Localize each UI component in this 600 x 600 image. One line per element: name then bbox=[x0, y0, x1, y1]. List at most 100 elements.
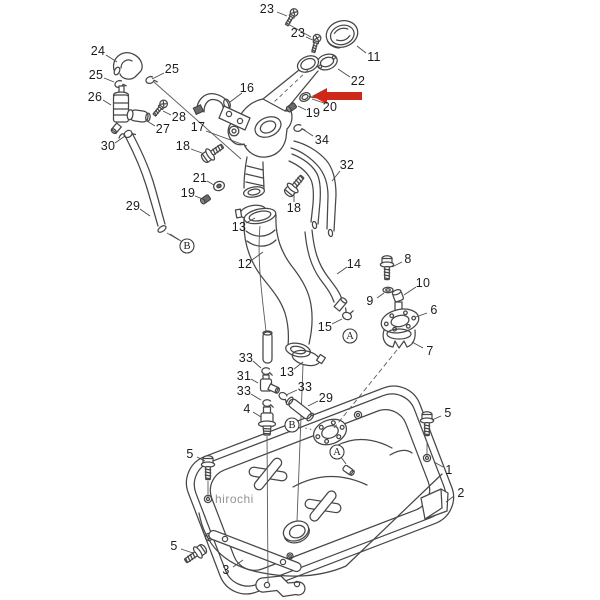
breather-valve-stack bbox=[259, 226, 315, 435]
part-label-3: 3 bbox=[222, 563, 229, 577]
part-label-14: 14 bbox=[347, 257, 362, 271]
part-label-15: 15 bbox=[318, 320, 333, 334]
part-label-28: 28 bbox=[172, 110, 187, 124]
tank-rib-x1 bbox=[246, 455, 291, 493]
leader-line-26 bbox=[103, 100, 111, 105]
leader-line-20 bbox=[312, 99, 324, 103]
bolt-20 bbox=[298, 89, 316, 105]
leader-line-30 bbox=[115, 136, 125, 143]
fuel-tank-body bbox=[178, 378, 461, 600]
part-label-1: 1 bbox=[445, 463, 452, 477]
part-label-25: 25 bbox=[165, 62, 180, 76]
bolt-18-right bbox=[281, 171, 308, 200]
leader-line-18 bbox=[191, 149, 202, 153]
fuel-cock-group bbox=[110, 53, 179, 240]
filler-neck-ring bbox=[295, 53, 321, 76]
leader-line-8 bbox=[392, 262, 402, 267]
hose-clamp-13-lower bbox=[291, 348, 326, 370]
leader-line-14 bbox=[337, 267, 347, 274]
leader-line-16 bbox=[230, 93, 242, 102]
leader-line-27 bbox=[147, 121, 155, 126]
pump-body-7 bbox=[383, 330, 415, 348]
part-label-19: 19 bbox=[306, 106, 321, 120]
part-label-11: 11 bbox=[367, 50, 381, 64]
leader-line-23 bbox=[277, 12, 287, 16]
part-label-27: 27 bbox=[156, 122, 171, 136]
assembly-lines bbox=[154, 82, 427, 582]
leader-line-34 bbox=[304, 130, 313, 136]
part-label-13: 13 bbox=[232, 220, 247, 234]
leader-line-5 bbox=[197, 457, 205, 461]
bolt-8 bbox=[379, 255, 395, 281]
part-label-4: 4 bbox=[243, 402, 250, 416]
clip-33b bbox=[262, 399, 274, 408]
cap-gasket-22 bbox=[315, 51, 340, 72]
leader-line-5 bbox=[432, 416, 441, 420]
connector-circle-A bbox=[330, 445, 344, 459]
part-label-18: 18 bbox=[287, 201, 302, 215]
part-label-29: 29 bbox=[319, 391, 334, 405]
leader-line-4 bbox=[253, 412, 261, 417]
fuel-pump-group bbox=[379, 287, 421, 348]
hose-29-upper bbox=[119, 131, 179, 240]
part-label-33: 33 bbox=[298, 380, 313, 394]
screw-23a bbox=[282, 6, 300, 28]
part-label-22: 22 bbox=[351, 74, 366, 88]
leader-line-33 bbox=[286, 390, 297, 395]
bolt-5-bottom bbox=[181, 541, 210, 568]
part-label-6: 6 bbox=[430, 303, 437, 317]
leader-line-2 bbox=[446, 496, 454, 502]
leader-line-22 bbox=[338, 69, 350, 77]
tank-vent-fitting bbox=[342, 465, 355, 477]
leader-line-24 bbox=[106, 55, 117, 62]
washer-9 bbox=[383, 287, 393, 293]
leader-line-10 bbox=[404, 287, 416, 295]
part-label-29: 29 bbox=[126, 199, 141, 213]
part-label-13: 13 bbox=[280, 365, 295, 379]
connector-leader-A bbox=[341, 457, 346, 464]
part-label-17: 17 bbox=[191, 120, 206, 134]
connector-letter-B: B bbox=[183, 241, 190, 252]
part-label-18: 18 bbox=[176, 139, 191, 153]
leader-line-12 bbox=[252, 252, 263, 260]
part-label-34: 34 bbox=[315, 133, 330, 147]
part-label-32: 32 bbox=[340, 158, 355, 172]
leader-line-33 bbox=[251, 394, 261, 400]
part-label-5: 5 bbox=[444, 406, 451, 420]
leader-line-32 bbox=[332, 171, 340, 181]
part-label-9: 9 bbox=[366, 294, 373, 308]
part-label-5: 5 bbox=[186, 447, 193, 461]
connector-leader-B bbox=[170, 234, 181, 241]
leader-line-13 bbox=[294, 362, 303, 369]
clip-30 bbox=[122, 127, 137, 141]
leader-line-17 bbox=[206, 131, 247, 146]
leader-line-6 bbox=[416, 313, 427, 317]
connector-letter-B: B bbox=[288, 420, 295, 431]
part-label-12: 12 bbox=[238, 257, 253, 271]
part-label-26: 26 bbox=[88, 90, 103, 104]
pump-flange-6 bbox=[379, 306, 421, 336]
leader-line-29 bbox=[140, 209, 150, 216]
filler-neck-group bbox=[193, 70, 318, 221]
filler-cap-group bbox=[282, 6, 361, 76]
leader-line-25 bbox=[104, 78, 114, 82]
connector-circle-B bbox=[180, 239, 194, 253]
leader-line-19 bbox=[298, 106, 306, 110]
clamp-34 bbox=[292, 122, 306, 134]
part-label-31: 31 bbox=[237, 369, 252, 383]
part-label-23: 23 bbox=[260, 2, 275, 16]
tank-damper-pad bbox=[421, 489, 448, 519]
leader-line-1 bbox=[434, 462, 443, 467]
fuel-cap-11 bbox=[323, 17, 361, 52]
part-label-25: 25 bbox=[89, 68, 104, 82]
watermark: hirochi bbox=[215, 492, 254, 506]
grommet-21 bbox=[212, 180, 225, 192]
tank-rib-x2 bbox=[302, 488, 345, 525]
part-label-33: 33 bbox=[237, 384, 252, 398]
part-label-10: 10 bbox=[416, 276, 431, 290]
hose-29-lower bbox=[285, 396, 314, 422]
part-label-19: 19 bbox=[181, 186, 196, 200]
